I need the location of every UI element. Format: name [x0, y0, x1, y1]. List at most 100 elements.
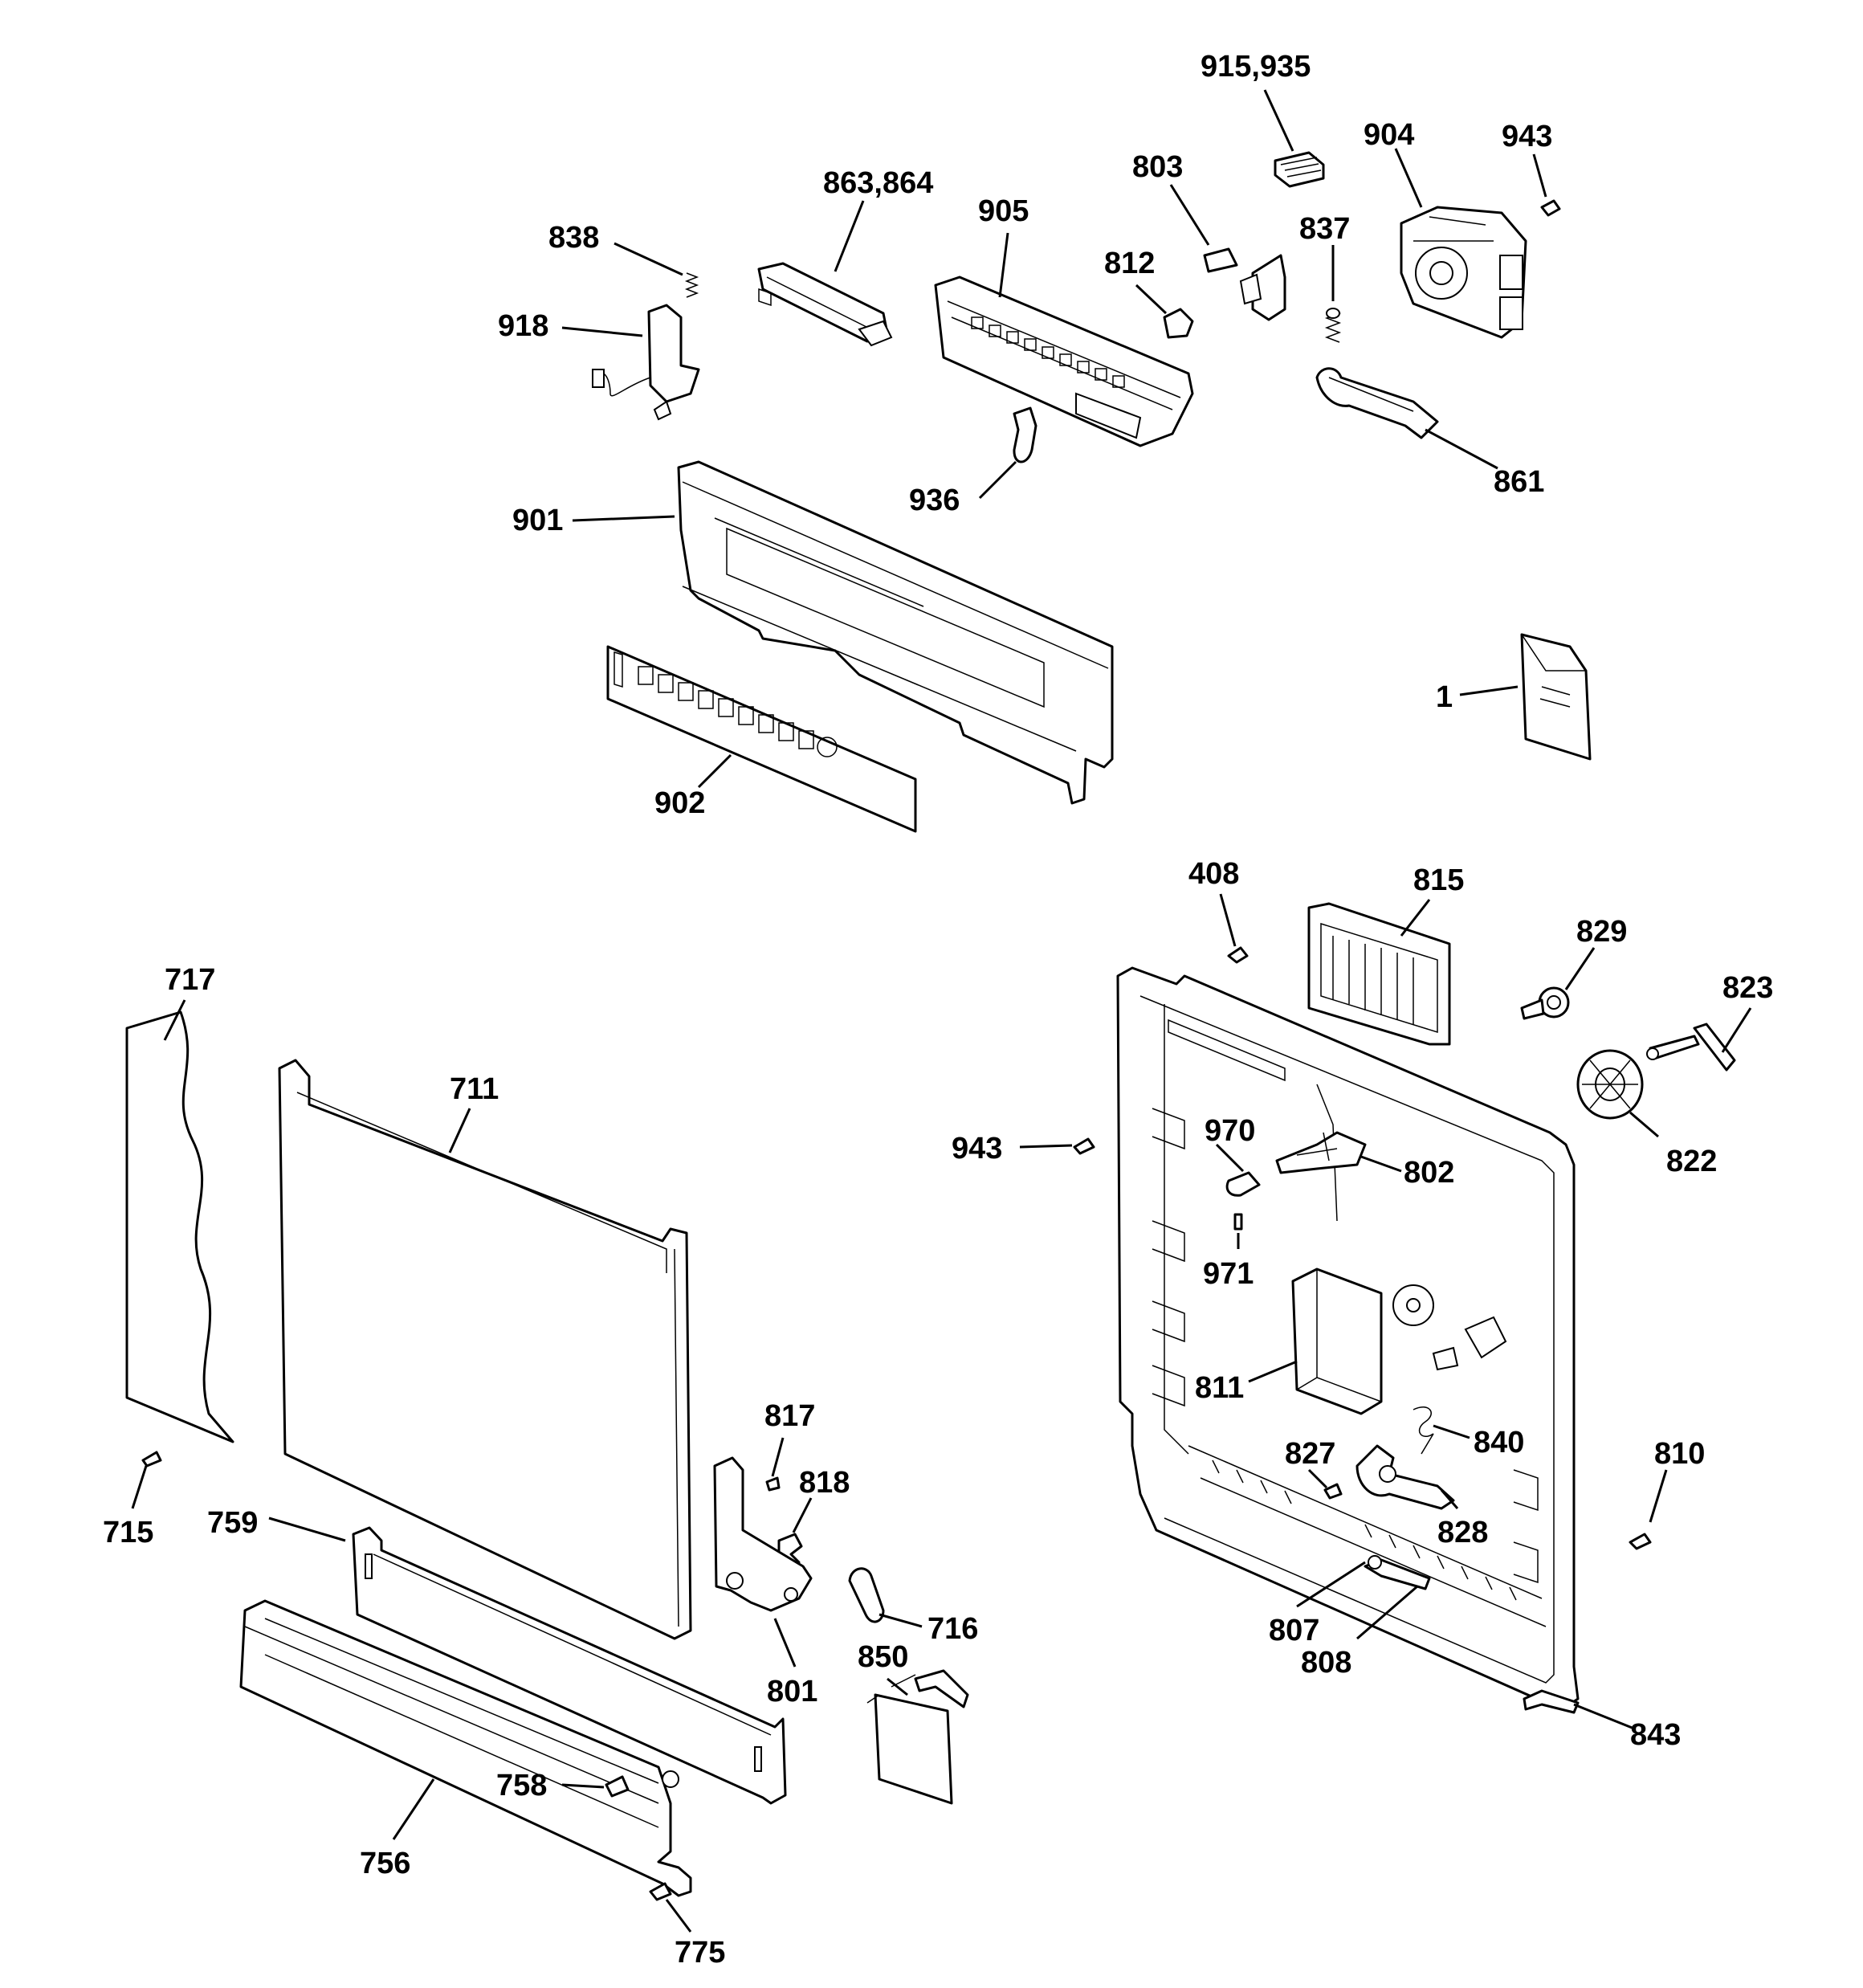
leader-970 — [1215, 1143, 1245, 1173]
label-1: 1 — [1436, 680, 1453, 714]
leader-808 — [1356, 1585, 1418, 1640]
leader-803 — [1169, 184, 1210, 246]
leader-775 — [665, 1899, 692, 1933]
leader-943-mid — [1019, 1144, 1073, 1149]
label-971: 971 — [1203, 1257, 1254, 1291]
leader-815 — [1400, 899, 1431, 937]
leader-711 — [448, 1108, 471, 1153]
leader-715 — [131, 1465, 148, 1509]
part-827-screw — [1323, 1483, 1343, 1500]
leader-758 — [561, 1783, 605, 1789]
leader-943-top — [1532, 153, 1547, 198]
part-711-outer-door-panel — [278, 1059, 692, 1640]
leader-915-935 — [1263, 89, 1294, 152]
leader-861 — [1425, 428, 1498, 470]
label-905: 905 — [978, 194, 1029, 228]
part-817-screw — [765, 1476, 781, 1492]
label-802: 802 — [1404, 1156, 1454, 1190]
leader-807 — [1296, 1561, 1366, 1608]
label-902: 902 — [654, 786, 705, 820]
label-840: 840 — [1474, 1426, 1524, 1459]
label-823: 823 — [1722, 971, 1773, 1005]
part-828-lever — [1355, 1444, 1455, 1510]
leader-408 — [1219, 893, 1237, 947]
leader-717 — [163, 999, 186, 1041]
part-823-lever — [1646, 1023, 1736, 1072]
label-915-935: 915,935 — [1201, 50, 1311, 84]
leader-838 — [614, 242, 683, 276]
part-715-screw — [141, 1451, 162, 1468]
label-918: 918 — [498, 309, 548, 343]
part-803-switch — [1203, 247, 1286, 321]
part-812-clip — [1163, 308, 1194, 339]
leader-822 — [1629, 1111, 1659, 1138]
leader-918 — [561, 326, 643, 337]
label-828: 828 — [1437, 1516, 1488, 1549]
part-971-screw — [1233, 1213, 1243, 1231]
label-843: 843 — [1630, 1718, 1681, 1752]
label-863-864: 863,864 — [823, 166, 933, 200]
label-936: 936 — [909, 484, 960, 517]
part-850-bracket-assembly — [866, 1669, 969, 1805]
label-838: 838 — [548, 221, 599, 255]
leader-802 — [1360, 1155, 1402, 1173]
label-970: 970 — [1205, 1114, 1255, 1148]
label-810: 810 — [1654, 1437, 1705, 1471]
label-812: 812 — [1104, 247, 1155, 280]
leader-823 — [1721, 1007, 1752, 1053]
leader-810 — [1649, 1469, 1668, 1523]
leader-759 — [268, 1517, 346, 1542]
part-837-spring — [1324, 308, 1342, 343]
leader-1 — [1459, 685, 1519, 696]
label-904: 904 — [1364, 118, 1414, 152]
leader-843 — [1573, 1703, 1635, 1730]
part-843-gasket — [1523, 1689, 1580, 1714]
leader-863-864 — [834, 200, 865, 272]
leader-901 — [572, 515, 675, 522]
label-837: 837 — [1299, 212, 1350, 246]
label-807: 807 — [1269, 1614, 1319, 1647]
part-822-fan-wheel — [1576, 1049, 1644, 1120]
part-863-864-bracket — [757, 262, 893, 347]
part-902-membrane-panel — [606, 645, 917, 833]
part-838-spring — [684, 272, 699, 298]
leader-756 — [392, 1778, 435, 1840]
part-775-screw — [649, 1882, 672, 1901]
label-808: 808 — [1301, 1646, 1351, 1680]
label-850: 850 — [858, 1640, 908, 1674]
part-943-screw — [1540, 199, 1561, 217]
part-918-actuator — [592, 304, 700, 421]
leader-850 — [887, 1677, 908, 1696]
leader-818 — [792, 1497, 813, 1533]
leader-716 — [879, 1613, 923, 1628]
label-818: 818 — [799, 1466, 850, 1500]
part-905-control-board — [934, 276, 1194, 447]
leader-812 — [1135, 284, 1168, 315]
part-1-literature — [1520, 633, 1592, 761]
label-803: 803 — [1132, 150, 1183, 184]
part-901-control-panel — [677, 460, 1114, 805]
label-408: 408 — [1188, 857, 1239, 891]
part-970-cap — [1225, 1171, 1261, 1197]
part-829-fan — [1520, 986, 1570, 1020]
label-822: 822 — [1666, 1145, 1717, 1178]
part-408-screw — [1227, 946, 1249, 964]
label-716: 716 — [927, 1612, 978, 1646]
label-758: 758 — [496, 1769, 547, 1802]
part-840-spring — [1413, 1406, 1434, 1455]
label-717: 717 — [165, 963, 215, 997]
leader-904 — [1394, 148, 1423, 208]
part-716-cap — [848, 1567, 885, 1623]
part-936-knob — [1013, 406, 1037, 463]
leader-811 — [1248, 1360, 1298, 1383]
leader-902 — [697, 753, 732, 789]
label-715: 715 — [103, 1516, 153, 1549]
label-756: 756 — [360, 1847, 410, 1880]
label-943-mid: 943 — [952, 1132, 1002, 1165]
part-811-dispenser — [1291, 1268, 1507, 1415]
label-829: 829 — [1576, 915, 1627, 949]
part-861-lever — [1315, 367, 1439, 439]
leader-801 — [773, 1618, 797, 1668]
label-943-top: 943 — [1502, 120, 1552, 153]
leader-840 — [1433, 1424, 1470, 1439]
